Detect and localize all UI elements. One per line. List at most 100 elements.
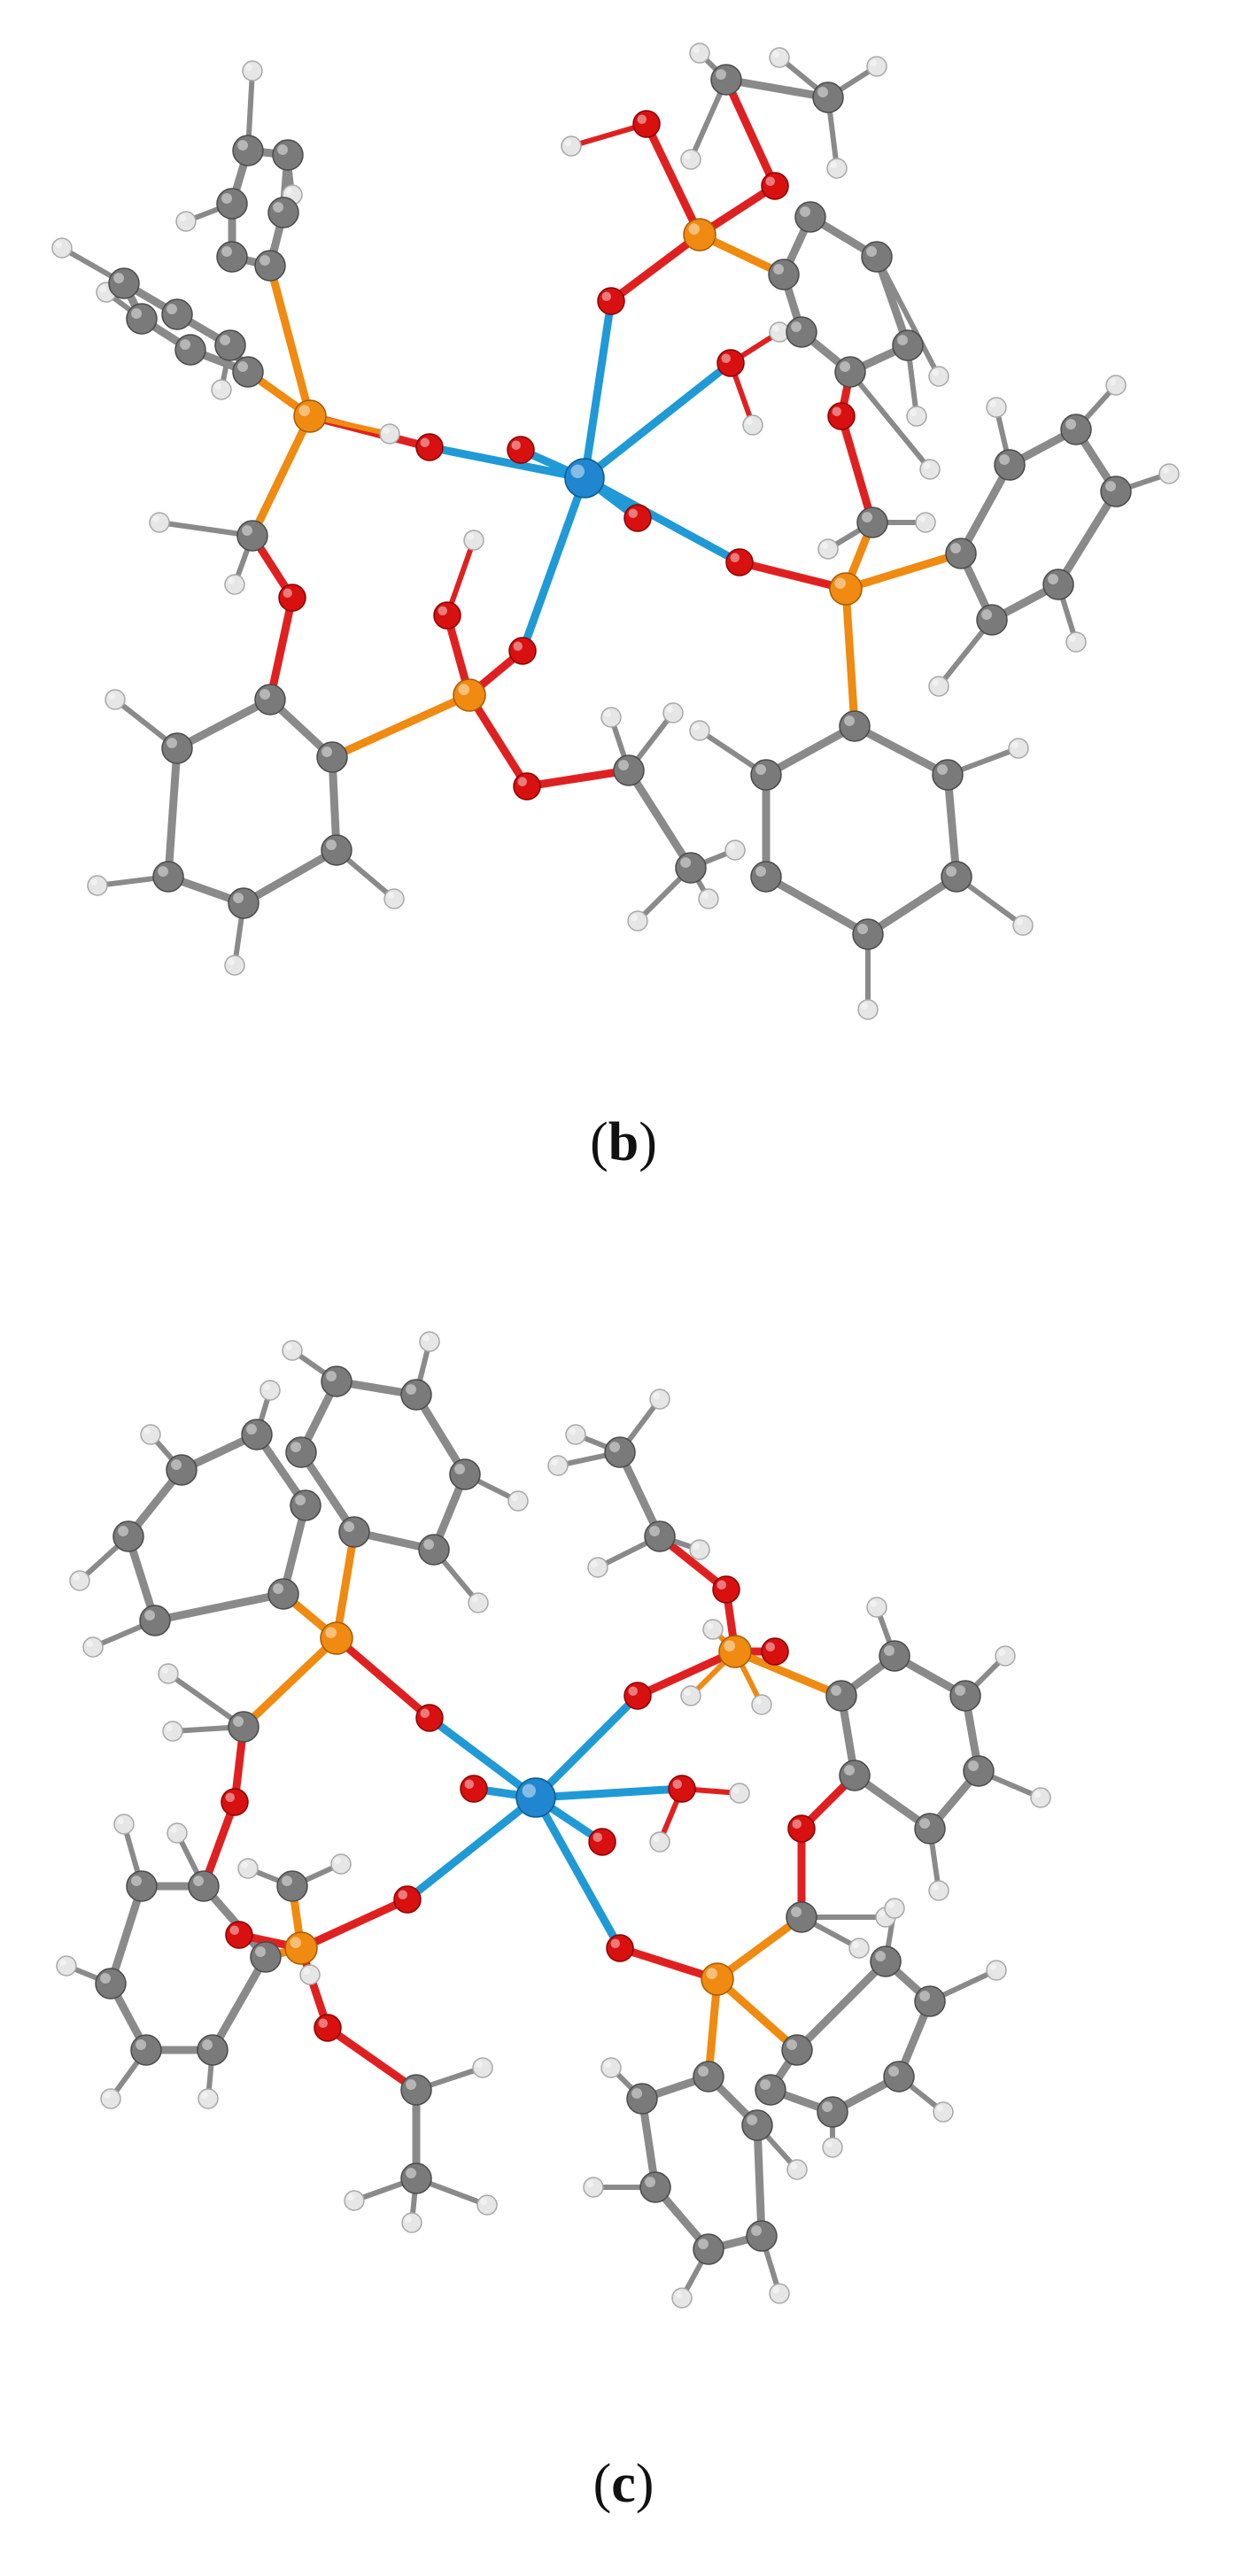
bond-b bbox=[841, 584, 859, 731]
metal-atom bbox=[564, 458, 605, 499]
bond-c bbox=[208, 1953, 270, 2054]
carbon-atom bbox=[254, 684, 286, 716]
carbon-atom bbox=[945, 538, 977, 569]
carbon-atom bbox=[750, 861, 782, 893]
phosphorus-atom bbox=[284, 1931, 318, 1965]
hydrogen-atom bbox=[463, 530, 484, 551]
bond-b bbox=[841, 549, 965, 593]
oxygen-atom bbox=[624, 1682, 652, 1710]
carbon-atom bbox=[267, 197, 299, 228]
hydrogen-atom bbox=[915, 512, 936, 533]
phosphorus-atom bbox=[701, 1962, 734, 1996]
hydrogen-atom bbox=[986, 397, 1007, 418]
hydrogen-atom bbox=[149, 512, 170, 533]
bond-c bbox=[531, 1784, 686, 1802]
molecule-structure-c bbox=[56, 1331, 1051, 2309]
carbon-atom bbox=[856, 507, 888, 538]
oxygen-atom bbox=[668, 1775, 696, 1803]
carbon-atom bbox=[914, 1985, 946, 2017]
carbon-atom bbox=[834, 356, 866, 388]
carbon-atom bbox=[321, 834, 352, 866]
bond-b bbox=[239, 846, 341, 908]
hydrogen-atom bbox=[866, 56, 887, 77]
hydrogen-atom bbox=[507, 1490, 529, 1512]
hydrogen-atom bbox=[259, 1380, 281, 1401]
oxygen-atom bbox=[632, 110, 661, 138]
carbon-atom bbox=[1042, 569, 1074, 600]
bond-b bbox=[642, 120, 704, 239]
hydrogen-atom bbox=[237, 1858, 259, 1879]
hydrogen-atom bbox=[662, 702, 684, 723]
hydrogen-atom bbox=[600, 707, 622, 728]
oxygen-atom bbox=[761, 172, 789, 200]
phosphorus-atom bbox=[829, 572, 863, 606]
carbon-atom bbox=[639, 2171, 671, 2203]
carbon-atom bbox=[290, 1489, 321, 1521]
hydrogen-atom bbox=[689, 720, 710, 741]
bond-c bbox=[106, 1882, 146, 1988]
oxygen-atom bbox=[787, 1814, 816, 1843]
carbon-atom bbox=[781, 2034, 813, 2066]
bond-b bbox=[957, 460, 1014, 558]
bond-c bbox=[239, 1634, 341, 1731]
carbon-atom bbox=[188, 1870, 220, 1902]
oxygen-atom bbox=[606, 1934, 634, 1962]
carbon-atom bbox=[1060, 414, 1092, 445]
bond-b bbox=[624, 766, 695, 872]
carbon-atom bbox=[139, 1605, 171, 1636]
hydrogen-atom bbox=[906, 406, 927, 427]
hydrogen-atom bbox=[282, 1340, 303, 1361]
atoms-b bbox=[51, 43, 1180, 1020]
bond-b bbox=[762, 872, 872, 939]
bond-b bbox=[722, 75, 833, 102]
hydrogen-atom bbox=[866, 1597, 887, 1618]
carbon-atom bbox=[852, 918, 884, 950]
oxygen-atom bbox=[507, 436, 535, 464]
bond-b bbox=[943, 770, 961, 881]
carbon-atom bbox=[786, 1901, 817, 1933]
hydrogen-atom bbox=[344, 2190, 365, 2211]
bond-c bbox=[323, 2023, 421, 2094]
carbon-atom bbox=[693, 2061, 724, 2093]
oxygen-atom bbox=[624, 504, 652, 532]
carbon-atom bbox=[883, 2061, 915, 2093]
bond-b bbox=[735, 558, 850, 593]
hydrogen-atom bbox=[724, 839, 746, 861]
carbon-atom bbox=[812, 81, 844, 113]
atoms-c bbox=[56, 1331, 1051, 2309]
carbon-atom bbox=[216, 188, 248, 220]
bond-b bbox=[523, 766, 633, 791]
hydrogen-atom bbox=[822, 2137, 843, 2158]
hydrogen-atom bbox=[769, 2283, 790, 2304]
hydrogen-atom bbox=[928, 1880, 949, 1901]
hydrogen-atom bbox=[857, 999, 879, 1020]
bond-b bbox=[874, 254, 941, 379]
carbon-atom bbox=[241, 1419, 273, 1450]
hydrogen-atom bbox=[175, 211, 197, 232]
hydrogen-atom bbox=[87, 875, 108, 896]
hydrogen-atom bbox=[383, 888, 405, 909]
carbon-atom bbox=[839, 710, 871, 742]
bond-c bbox=[297, 1448, 359, 1536]
hydrogen-atom bbox=[928, 366, 949, 387]
oxygen-atom bbox=[761, 1637, 789, 1666]
bond-b bbox=[607, 230, 704, 306]
bond-b bbox=[465, 691, 531, 791]
carbon-atom bbox=[228, 887, 259, 919]
oxygen-atom bbox=[712, 1575, 740, 1604]
hydrogen-atom bbox=[769, 321, 790, 343]
hydrogen-atom bbox=[472, 2057, 493, 2078]
hydrogen-atom bbox=[379, 423, 400, 445]
bond-b bbox=[850, 722, 952, 779]
hydrogen-atom bbox=[224, 955, 245, 976]
oxygen-atom bbox=[393, 1885, 422, 1914]
oxygen-atom bbox=[513, 772, 541, 801]
carbon-atom bbox=[197, 2034, 228, 2066]
phosphorus-atom bbox=[293, 399, 327, 433]
phosphorus-atom bbox=[320, 1621, 353, 1655]
carbon-atom bbox=[95, 1968, 127, 2000]
hydrogen-atom bbox=[1065, 631, 1087, 653]
carbon-atom bbox=[932, 759, 964, 791]
carbon-atom bbox=[285, 1436, 317, 1468]
carbon-atom bbox=[232, 135, 264, 166]
